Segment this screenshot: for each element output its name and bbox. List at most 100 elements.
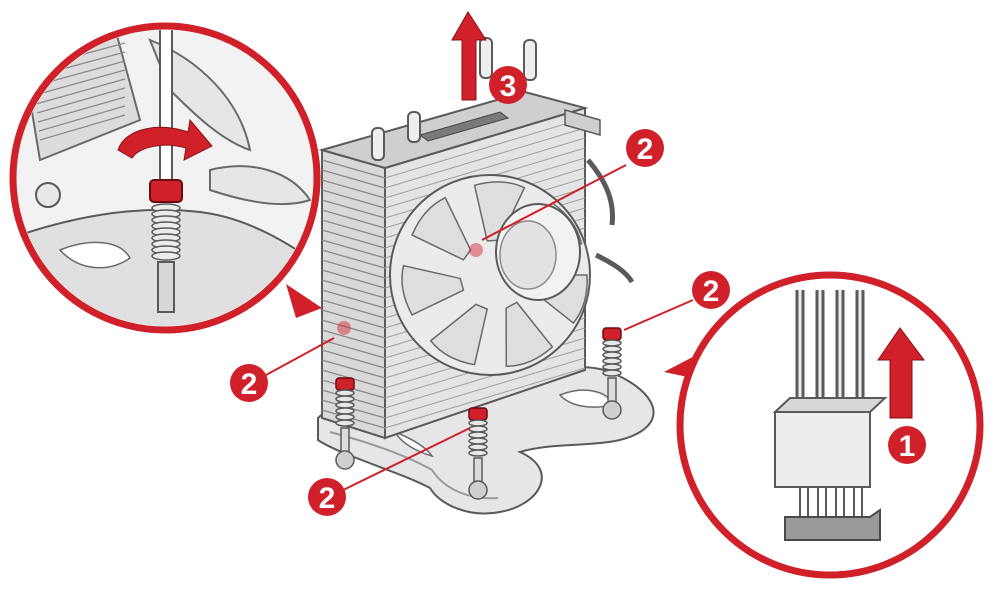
spring-coil	[335, 419, 355, 427]
fan-blade	[401, 264, 465, 316]
step-number: 2	[319, 482, 336, 515]
fin-line	[321, 359, 386, 379]
zoom-spring	[151, 203, 181, 261]
leader-line	[334, 427, 471, 495]
step-number: 2	[703, 275, 720, 308]
screw-nut	[335, 450, 355, 470]
heat-pipe	[371, 127, 385, 161]
fin-line	[321, 329, 386, 349]
connector-wires-inner	[798, 290, 862, 412]
spring-coil	[335, 413, 355, 421]
fan-header	[784, 508, 881, 541]
fan-plug-top	[772, 397, 888, 413]
fin-line	[321, 219, 386, 239]
fin-line	[321, 289, 386, 309]
fin-line	[321, 259, 386, 279]
spring-coil	[335, 407, 355, 415]
spring-coil	[335, 395, 355, 403]
fin-line	[321, 349, 386, 369]
fin-line	[384, 137, 586, 199]
spring-coil	[468, 419, 488, 427]
screw-head	[468, 407, 488, 421]
fan-hub-inner	[499, 220, 557, 290]
fan-clip-wire	[586, 158, 635, 284]
zoom-pointer	[286, 284, 322, 318]
fin-line	[384, 357, 586, 419]
fin-line	[321, 279, 386, 299]
screw-head	[335, 377, 355, 391]
fin-line	[321, 169, 386, 189]
fan-clip	[564, 109, 601, 136]
marker-dot	[469, 243, 483, 257]
leader-line	[623, 299, 694, 331]
spring-coil	[602, 369, 622, 377]
spring-coil	[468, 431, 488, 439]
step-number: 3	[500, 70, 517, 103]
step-badge-2-fan: 2	[626, 129, 664, 167]
fan	[389, 174, 591, 376]
step-badge-3: 3	[489, 66, 527, 104]
screw-post	[340, 427, 350, 455]
fin-line	[321, 249, 386, 269]
spring-coil	[602, 345, 622, 353]
fin-line	[384, 367, 586, 429]
fin-line	[321, 189, 386, 209]
screw-post	[607, 377, 617, 405]
fin-line	[321, 299, 386, 319]
fin-line	[321, 309, 386, 329]
marker-dots	[337, 243, 483, 335]
spring-coil	[468, 425, 488, 433]
fin-line	[321, 319, 386, 339]
spring-coil	[468, 449, 488, 457]
step-number: 2	[637, 133, 654, 166]
heat-pipe	[407, 111, 421, 143]
fin-line	[321, 179, 386, 199]
screw-nut	[602, 400, 622, 420]
zoom-bracket-hole	[58, 241, 131, 269]
fin-line	[321, 269, 386, 289]
fin-line	[38, 105, 126, 132]
up-arrow-icon	[451, 11, 487, 101]
spring-coil	[602, 357, 622, 365]
up-arrow-icon	[877, 327, 925, 419]
spring-coil	[468, 443, 488, 451]
fan-plug	[774, 411, 871, 488]
heat-pipe	[523, 39, 537, 81]
marker-dot	[337, 321, 351, 335]
fin-line	[384, 127, 586, 189]
up-arrow-icon	[451, 11, 487, 101]
fin-line	[321, 229, 386, 249]
fin-line	[37, 96, 126, 123]
spring-coil	[151, 251, 181, 261]
heatsink-top-slot	[418, 111, 510, 142]
zoom-fan-blade	[209, 165, 312, 206]
heatsink-fins-left	[321, 159, 386, 429]
spring-coil	[602, 339, 622, 347]
fin-line	[321, 159, 386, 179]
detail-zoom-connector	[664, 271, 984, 579]
fin-line	[36, 87, 126, 114]
zoom-screw-post	[157, 261, 175, 313]
fin-line	[384, 117, 586, 179]
rotate-arrow-icon	[117, 118, 213, 161]
spring-coil	[335, 389, 355, 397]
zoom-fan-blade	[148, 38, 252, 152]
fan-blade	[505, 301, 554, 368]
fin-line	[35, 78, 126, 105]
heat-pipes	[371, 37, 537, 161]
step-badge-2-right: 2	[692, 271, 730, 309]
leader-line	[481, 164, 627, 241]
heat-pipe	[479, 37, 493, 79]
fin-line	[39, 114, 126, 141]
fin-line	[384, 347, 586, 409]
fin-line	[321, 209, 386, 229]
fin-line	[321, 339, 386, 359]
fin-line	[321, 199, 386, 219]
step-number: 1	[899, 430, 916, 463]
spring-coil	[602, 363, 622, 371]
step-badge-2-bottom: 2	[308, 478, 346, 516]
leader-line	[265, 337, 335, 376]
fan-blade	[411, 196, 472, 261]
detail-zoom-screwdriver	[9, 22, 322, 334]
